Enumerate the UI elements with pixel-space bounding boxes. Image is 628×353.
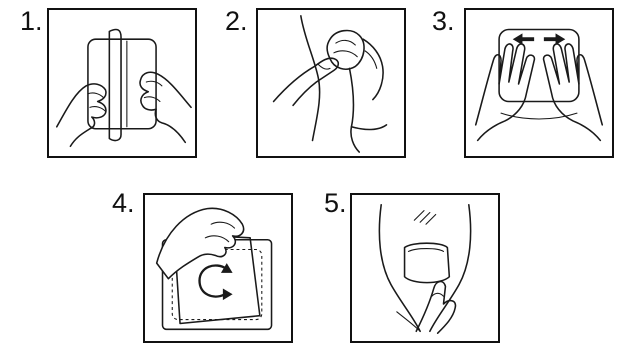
- step-4-number: 4.: [112, 190, 135, 217]
- step-5-illustration-smooth-edges: [350, 193, 500, 343]
- step-2-drawing: [258, 10, 404, 156]
- step-2-illustration-clean-skin: [256, 8, 406, 158]
- step-2-number: 2.: [225, 8, 248, 35]
- step-1-drawing: [49, 10, 195, 156]
- step-4-illustration-apply-dressing: [143, 193, 293, 343]
- step-3-drawing: [466, 10, 612, 156]
- step-3-illustration-stretch-dressing: [464, 8, 614, 158]
- step-5-number: 5.: [324, 190, 347, 217]
- step-1-number: 1.: [20, 8, 43, 35]
- step-5-drawing: [352, 195, 498, 341]
- step-1-illustration-peel-backing: [47, 8, 197, 158]
- step-4-drawing: [145, 195, 291, 341]
- step-3-number: 3.: [432, 8, 455, 35]
